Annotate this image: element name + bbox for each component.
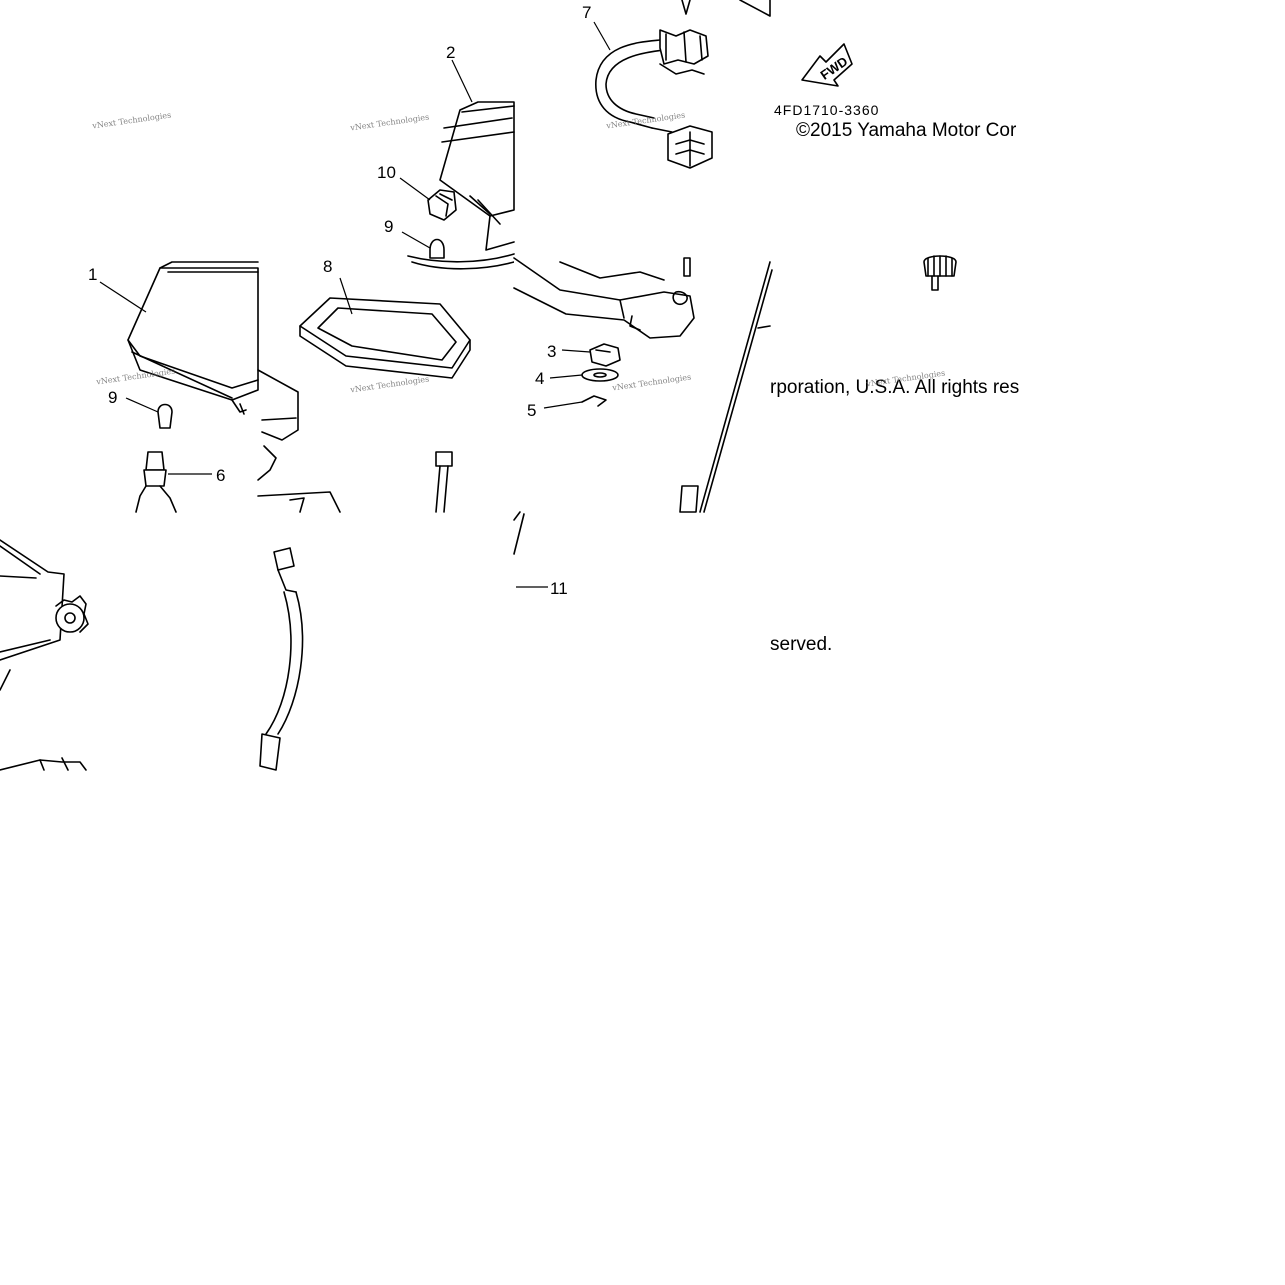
callout-6: 6 [216, 466, 226, 485]
meter-housing-part-1 [127, 261, 259, 415]
callout-10: 10 [377, 163, 396, 182]
washer-part-4 [581, 368, 619, 382]
bulb-part-9-mid [407, 238, 515, 270]
bulb-part-9-left [157, 403, 173, 429]
trip-knob [923, 255, 957, 291]
damper-part-3 [589, 343, 621, 367]
callout-8: 8 [323, 257, 333, 276]
bracket-fragment [257, 369, 341, 513]
copyright-segment-3: served. [770, 634, 833, 655]
callout-11: 11 [550, 579, 568, 598]
callout-1: 1 [88, 265, 98, 284]
speedometer-cable-part-11 [259, 511, 525, 771]
meter-case-part-2 [439, 101, 515, 251]
callout-4: 4 [535, 369, 545, 388]
gasket-part-8 [299, 297, 471, 379]
socket-part-6 [135, 451, 177, 513]
copyright-segment-1: ©2015 Yamaha Motor Cor [796, 120, 1017, 141]
copyright-segment-2: rporation, U.S.A. All rights res [770, 377, 1020, 398]
callout-9-left: 9 [108, 388, 118, 407]
lead-wire-part-7 [595, 29, 709, 133]
grommet-part-10 [427, 189, 457, 221]
callout-2: 2 [446, 43, 456, 62]
screwdriver-fragment [681, 0, 771, 17]
fwd-arrow [801, 43, 853, 87]
connector-bottom-left [0, 757, 87, 771]
callout-7: 7 [582, 3, 592, 22]
callout-5: 5 [527, 401, 537, 420]
callout-3: 3 [547, 342, 557, 361]
clip-part-5 [581, 395, 607, 407]
callout-9-mid: 9 [384, 217, 394, 236]
meter-edge-fragment [0, 539, 65, 691]
cable-upper-fragment [679, 261, 773, 513]
fwd-text: FWD [818, 53, 851, 82]
coupler-connector [667, 125, 713, 169]
diagram-part-number: 4FD1710-3360 [774, 102, 880, 118]
meter-stay [513, 257, 695, 339]
gear-fragment [55, 595, 89, 633]
bolt-fragment [435, 451, 453, 513]
